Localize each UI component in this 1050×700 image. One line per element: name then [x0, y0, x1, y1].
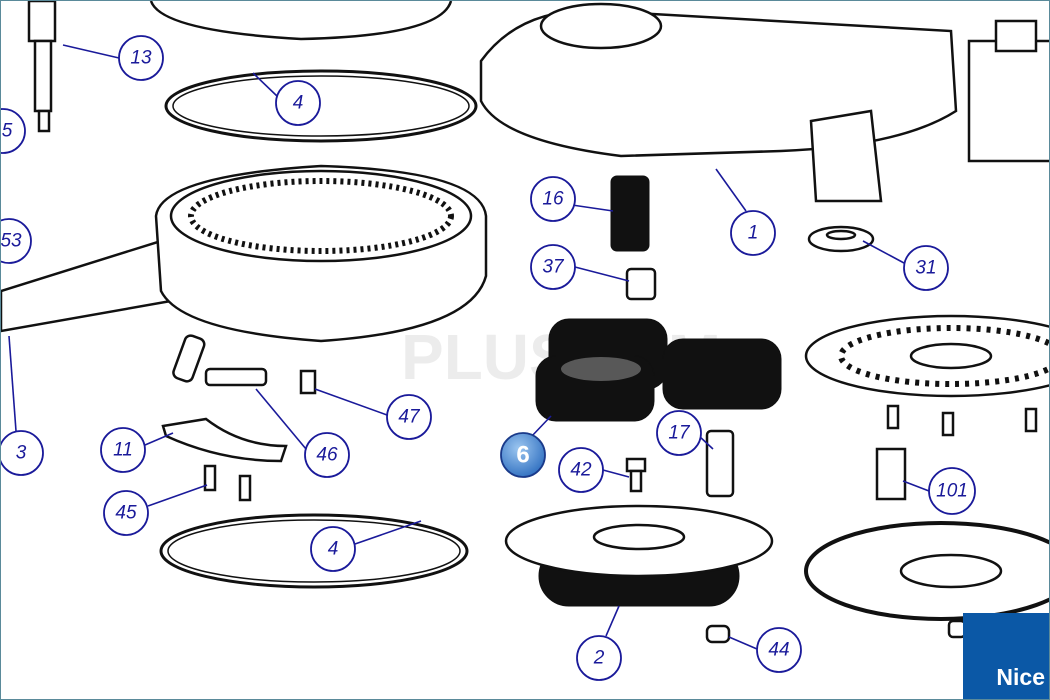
- callout-1[interactable]: 1: [730, 210, 776, 256]
- svg-text:31: 31: [915, 258, 936, 279]
- callout-17[interactable]: 17: [656, 410, 702, 456]
- svg-text:42: 42: [570, 460, 592, 481]
- screws-part-46: [172, 334, 317, 395]
- encoder-disk-part: [804, 314, 1049, 398]
- magnet-part-101: [875, 447, 907, 501]
- svg-text:16: 16: [542, 189, 564, 210]
- svg-text:4: 4: [328, 539, 339, 560]
- svg-text:6: 6: [516, 442, 529, 469]
- seal-ring-part-4: [164, 69, 478, 143]
- svg-text:4: 4: [293, 93, 304, 114]
- pin-part-17: [705, 429, 735, 498]
- callout-53[interactable]: 53: [1, 218, 32, 264]
- svg-text:45: 45: [115, 503, 137, 524]
- svg-text:44: 44: [768, 640, 789, 661]
- leader-lines: [8, 44, 930, 650]
- plate-part-11: [161, 417, 288, 463]
- callout-2[interactable]: 2: [576, 635, 622, 681]
- svg-text:5: 5: [2, 121, 13, 142]
- shaft-part-13: [27, 1, 57, 133]
- limit-switch-disk-part: [804, 521, 1049, 621]
- gear-cluster-part-6: [535, 318, 782, 422]
- callout-42[interactable]: 42: [558, 447, 604, 493]
- callout-45[interactable]: 45: [103, 490, 149, 536]
- callout-44[interactable]: 44: [756, 627, 802, 673]
- callout-31[interactable]: 31: [903, 245, 949, 291]
- nut-part-44: [705, 619, 967, 644]
- svg-text:46: 46: [316, 445, 338, 466]
- svg-text:47: 47: [398, 407, 421, 428]
- callout-3[interactable]: 3: [1, 430, 44, 476]
- callout-16[interactable]: 16: [530, 176, 576, 222]
- gear-crown-arm-part-3: [1, 164, 488, 343]
- callout-47[interactable]: 47: [386, 394, 432, 440]
- nice-brand-logo: Nice: [963, 613, 1049, 699]
- svg-text:2: 2: [593, 648, 605, 669]
- callout-37[interactable]: 37: [530, 244, 576, 290]
- svg-text:101: 101: [936, 481, 968, 502]
- callout-6-highlighted[interactable]: 6: [500, 432, 546, 478]
- svg-text:1: 1: [748, 223, 759, 244]
- svg-text:53: 53: [1, 231, 22, 252]
- motor-housing-part-1: [479, 2, 958, 203]
- top-cover-part: [149, 1, 453, 41]
- svg-text:11: 11: [113, 440, 133, 461]
- small-screws: [203, 404, 1038, 502]
- brand-logo-text: Nice: [996, 664, 1045, 690]
- bolt-part-42: [625, 457, 647, 493]
- bushing-part-37: [625, 267, 657, 301]
- callout-13[interactable]: 13: [118, 35, 164, 81]
- gear-wheel-part-2: [504, 504, 774, 607]
- callout-5[interactable]: 5: [1, 108, 26, 154]
- svg-text:3: 3: [16, 443, 27, 464]
- callout-4-top[interactable]: 4: [275, 80, 321, 126]
- callout-11[interactable]: 11: [100, 427, 146, 473]
- ring-part-31: [807, 225, 875, 253]
- callout-101[interactable]: 101: [928, 467, 976, 515]
- pinion-part-16: [610, 175, 650, 252]
- transformer-part: [967, 19, 1049, 163]
- svg-text:37: 37: [542, 257, 565, 278]
- callout-4-bottom[interactable]: 4: [310, 526, 356, 572]
- seal-ring-part-4-bottom: [159, 513, 469, 589]
- svg-text:17: 17: [668, 423, 691, 444]
- svg-text:13: 13: [130, 48, 152, 69]
- callout-46[interactable]: 46: [304, 432, 350, 478]
